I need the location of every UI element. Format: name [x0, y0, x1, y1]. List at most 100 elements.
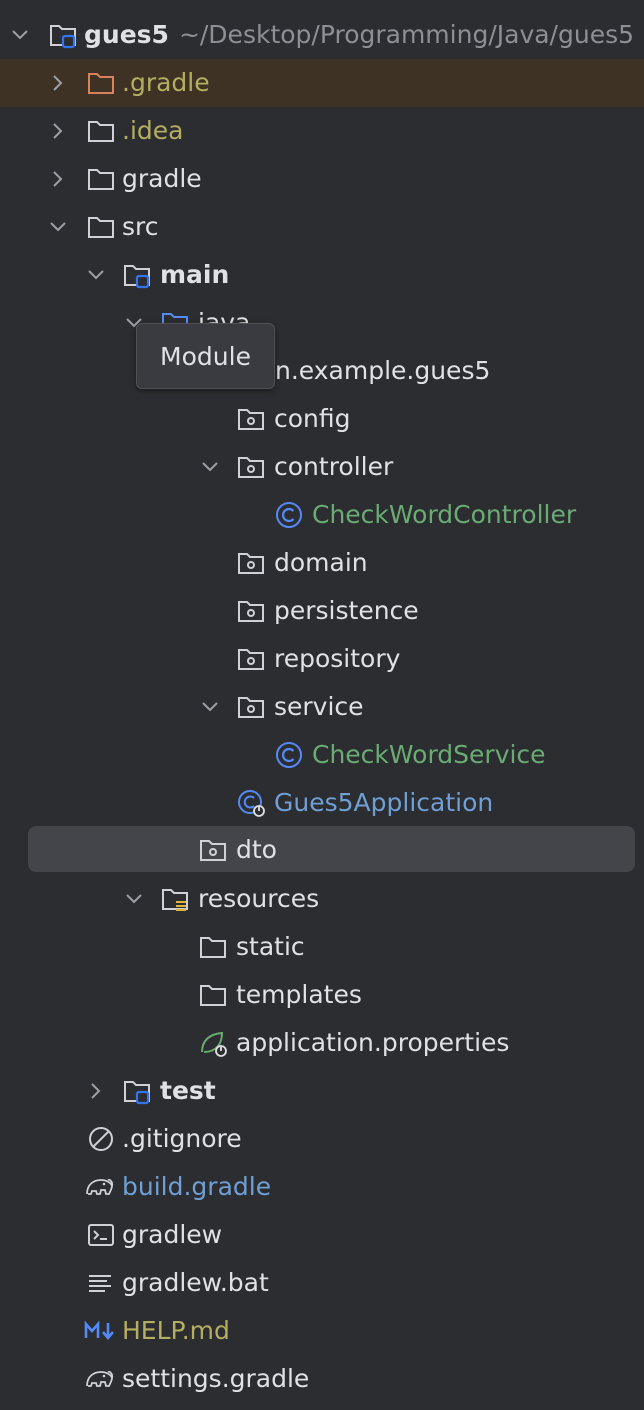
- class-icon: [274, 740, 304, 770]
- item-label: domain: [274, 548, 368, 577]
- ignore-file-icon: [86, 1124, 116, 1154]
- excluded-folder-icon: [86, 68, 116, 98]
- chevron-right-icon[interactable]: [48, 121, 68, 141]
- folder-icon: [86, 164, 116, 194]
- tree-row-gradle[interactable]: gradle: [0, 155, 644, 203]
- item-label: repository: [274, 644, 401, 673]
- item-label: .gitignore: [122, 1124, 242, 1153]
- tree-row-package-root[interactable]: n.example.gues5: [0, 347, 644, 395]
- tree-row-domain[interactable]: domain: [0, 539, 644, 587]
- chevron-down-icon[interactable]: [200, 697, 220, 717]
- item-label: config: [274, 404, 351, 433]
- tree-row-service[interactable]: service: [0, 683, 644, 731]
- package-icon: [198, 835, 228, 865]
- item-label: .gradle: [122, 68, 210, 97]
- folder-icon: [198, 932, 228, 962]
- item-label: n.example.gues5: [275, 356, 491, 385]
- gradle-elephant-icon: [84, 1172, 114, 1202]
- package-icon: [236, 452, 266, 482]
- markdown-icon: [84, 1316, 120, 1346]
- tree-row-project-root[interactable]: gues5 ~/Desktop/Programming/Java/gues5: [0, 11, 644, 59]
- tree-row-check-word-service[interactable]: CheckWordService: [0, 731, 644, 779]
- chevron-down-icon[interactable]: [200, 457, 220, 477]
- module-tooltip: Module: [136, 323, 275, 389]
- item-label: application.properties: [236, 1028, 510, 1057]
- tree-row-dot-gradle[interactable]: .gradle: [0, 59, 644, 107]
- tree-row-help-md[interactable]: HELP.md: [0, 1307, 644, 1355]
- tree-row-build-gradle[interactable]: build.gradle: [0, 1163, 644, 1211]
- shell-script-icon: [86, 1220, 116, 1250]
- folder-icon: [86, 116, 116, 146]
- class-icon: [274, 500, 304, 530]
- tree-row-controller[interactable]: controller: [0, 443, 644, 491]
- item-label: persistence: [274, 596, 419, 625]
- package-icon: [236, 596, 266, 626]
- item-label: gradlew: [122, 1220, 223, 1249]
- item-label: templates: [236, 980, 362, 1009]
- chevron-down-icon[interactable]: [124, 889, 144, 909]
- item-label: .idea: [122, 116, 184, 145]
- item-label: dto: [236, 835, 277, 864]
- folder-icon: [198, 980, 228, 1010]
- tree-row-static[interactable]: static: [0, 923, 644, 971]
- item-label: test: [160, 1076, 216, 1105]
- module-folder-icon: [122, 1076, 152, 1106]
- chevron-right-icon[interactable]: [48, 73, 68, 93]
- module-folder-icon: [48, 20, 78, 50]
- gradle-elephant-icon: [84, 1364, 114, 1394]
- tree-row-gitignore[interactable]: .gitignore: [0, 1115, 644, 1163]
- item-label: HELP.md: [122, 1316, 230, 1345]
- chevron-right-icon[interactable]: [48, 169, 68, 189]
- tree-row-test[interactable]: test: [0, 1067, 644, 1115]
- item-label: gradlew.bat: [122, 1268, 269, 1297]
- chevron-down-icon[interactable]: [86, 265, 106, 285]
- module-folder-icon: [122, 260, 152, 290]
- chevron-down-icon[interactable]: [48, 217, 68, 237]
- tree-row-dto[interactable]: dto: [0, 826, 644, 874]
- tree-row-repository[interactable]: repository: [0, 635, 644, 683]
- project-name: gues5: [84, 20, 169, 49]
- item-label: build.gradle: [122, 1172, 272, 1201]
- item-label: Gues5Application: [274, 788, 494, 817]
- text-file-icon: [86, 1268, 116, 1298]
- chevron-down-icon[interactable]: [124, 313, 144, 333]
- tree-row-persistence[interactable]: persistence: [0, 587, 644, 635]
- item-label: controller: [274, 452, 394, 481]
- tree-row-java[interactable]: java: [0, 299, 644, 347]
- chevron-right-icon[interactable]: [86, 1081, 106, 1101]
- selection-highlight: [28, 826, 635, 872]
- tree-row-check-word-controller[interactable]: CheckWordController: [0, 491, 644, 539]
- project-path: ~/Desktop/Programming/Java/gues5: [178, 20, 635, 49]
- item-label: main: [160, 260, 230, 289]
- tree-row-gues5-application[interactable]: Gues5Application: [0, 779, 644, 827]
- tree-row-templates[interactable]: templates: [0, 971, 644, 1019]
- tree-row-settings-gradle[interactable]: settings.gradle: [0, 1355, 644, 1403]
- tree-row-gradlew-bat[interactable]: gradlew.bat: [0, 1259, 644, 1307]
- tree-row-gradlew[interactable]: gradlew: [0, 1211, 644, 1259]
- package-icon: [236, 548, 266, 578]
- item-label: settings.gradle: [122, 1364, 310, 1393]
- tree-row-application-properties[interactable]: application.properties: [0, 1019, 644, 1067]
- item-label: gradle: [122, 164, 202, 193]
- item-label: CheckWordController: [312, 500, 577, 529]
- spring-leaf-icon: [198, 1028, 228, 1058]
- item-label: service: [274, 692, 364, 721]
- tree-row-src[interactable]: src: [0, 203, 644, 251]
- package-icon: [236, 404, 266, 434]
- tooltip-text: Module: [160, 341, 251, 371]
- package-icon: [236, 644, 266, 674]
- item-label: resources: [198, 884, 320, 913]
- tree-row-config[interactable]: config: [0, 395, 644, 443]
- tree-row-idea[interactable]: .idea: [0, 107, 644, 155]
- item-label: static: [236, 932, 305, 961]
- resources-folder-icon: [160, 884, 190, 914]
- package-icon: [236, 692, 266, 722]
- chevron-down-icon[interactable]: [10, 25, 30, 45]
- spring-boot-class-icon: [236, 788, 266, 818]
- folder-icon: [86, 212, 116, 242]
- tree-row-main[interactable]: main: [0, 251, 644, 299]
- tree-row-resources[interactable]: resources: [0, 875, 644, 923]
- item-label: src: [122, 212, 159, 241]
- item-label: CheckWordService: [312, 740, 546, 769]
